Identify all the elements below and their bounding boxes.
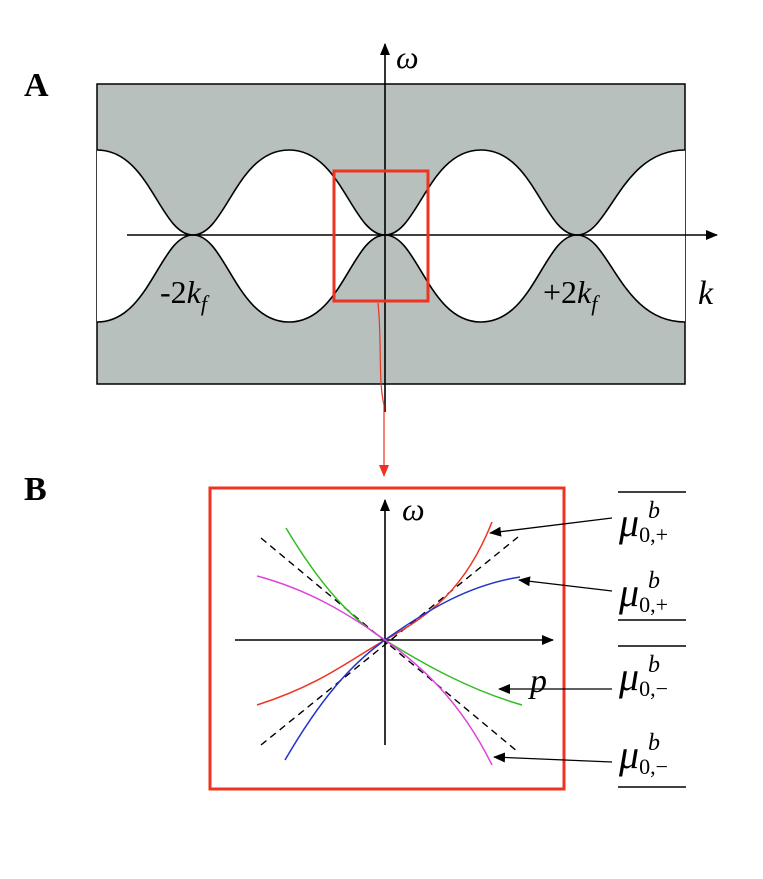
label-mu-0-plus-bar: μ0,+ b <box>618 491 686 547</box>
zoom-highlight-box <box>332 169 430 303</box>
omega-label-b: ω <box>402 491 425 527</box>
p-label: p <box>528 663 547 700</box>
pointer-mu-0-minus-under <box>493 752 613 763</box>
zoom-connector-arrow <box>377 302 389 477</box>
label-mu-0-minus-under: μ0,− b <box>618 730 686 788</box>
pointer-mu-0-plus-under <box>518 576 613 592</box>
pointer-mu-0-plus-bar <box>489 517 613 537</box>
panel-b: B ω p μ0,+ b μ0,+ b <box>24 471 686 791</box>
svg-text:b: b <box>648 568 660 594</box>
marker-plus-2kf: +2kf <box>543 274 600 316</box>
svg-text:b: b <box>648 730 660 756</box>
panel-a-label: A <box>24 67 49 104</box>
label-mu-0-minus-bar: μ0,− b <box>618 645 686 701</box>
dashed-line-negative <box>260 537 519 753</box>
curve-mu-0-minus-under <box>256 575 493 766</box>
label-mu-0-plus-under: μ0,+ b <box>618 568 686 621</box>
svg-text:μ0,−: μ0,− <box>618 654 668 701</box>
k-label: k <box>698 275 714 312</box>
svg-text:μ0,+: μ0,+ <box>618 500 668 547</box>
gap-region <box>97 150 685 322</box>
svg-text:μ0,+: μ0,+ <box>618 570 668 617</box>
omega-label-a: ω <box>396 39 419 75</box>
panel-b-label: B <box>24 471 47 508</box>
svg-text:b: b <box>648 498 660 524</box>
svg-text:μ0,−: μ0,− <box>618 732 668 779</box>
marker-minus-2kf: -2kf <box>160 274 210 316</box>
svg-text:b: b <box>648 652 660 678</box>
panel-a: A ω k -2kf +2kf <box>24 39 718 412</box>
